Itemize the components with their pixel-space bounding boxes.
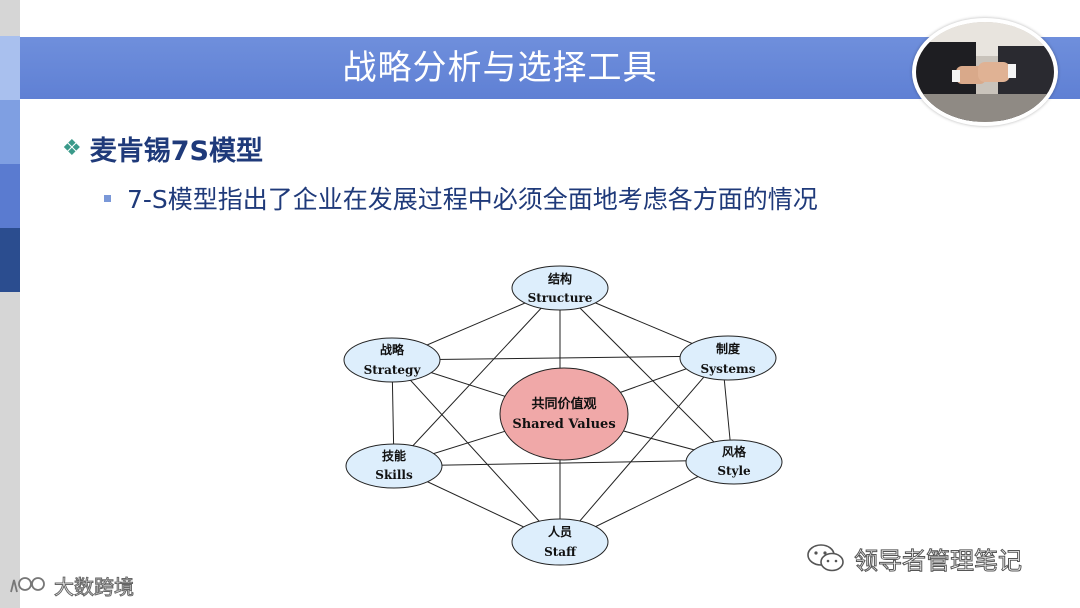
node-strategy-cn: 战略 — [380, 342, 405, 357]
node-structure-cn: 结构 — [548, 271, 572, 286]
subline-text: 7-S模型指出了企业在发展过程中必须全面地考虑各方面的情况 — [127, 185, 818, 214]
left-color-blocks — [0, 36, 20, 292]
node-style: 风格 Style — [685, 439, 783, 485]
node-shared-values: 共同价值观 Shared Values — [499, 367, 629, 461]
left-block-4 — [0, 228, 20, 292]
handshake-photo — [912, 18, 1058, 126]
heading-row: ❖ 麦肯锡7S模型 — [62, 128, 263, 168]
watermark-right: 领导者管理笔记 — [806, 536, 1023, 580]
slide-title: 战略分析与选择工具 — [342, 48, 658, 88]
node-structure-en: Structure — [528, 291, 593, 305]
square-bullet-icon — [104, 194, 111, 202]
handshake-photo-graphic — [916, 22, 1054, 122]
node-systems-en: Systems — [700, 362, 755, 376]
node-structure: 结构 Structure — [511, 265, 609, 311]
center-cn: 共同价值观 — [531, 396, 596, 412]
node-strategy-en: Strategy — [364, 363, 422, 377]
diamond-bullet-icon: ❖ — [62, 135, 82, 161]
node-systems: 制度 Systems — [679, 335, 777, 381]
node-style-en: Style — [717, 464, 751, 478]
seven-s-diagram: 结构 Structure 制度 Systems 风格 Style 人员 Staf… — [343, 265, 783, 566]
brand-logo-icon — [10, 577, 45, 593]
node-skills: 技能 Skills — [345, 443, 443, 489]
center-en: Shared Values — [512, 417, 615, 432]
node-staff-en: Staff — [544, 545, 577, 559]
node-skills-cn: 技能 — [382, 448, 406, 463]
watermark-right-text: 领导者管理笔记 — [854, 546, 1023, 575]
left-block-2 — [0, 100, 20, 164]
title-bar — [20, 37, 1080, 99]
node-staff: 人员 Staff — [511, 518, 609, 566]
node-systems-cn: 制度 — [716, 341, 741, 356]
node-style-cn: 风格 — [722, 444, 747, 459]
node-skills-en: Skills — [375, 468, 413, 482]
node-strategy: 战略 Strategy — [343, 337, 441, 383]
left-block-3 — [0, 164, 20, 228]
watermark-left-text: 大数跨境 — [54, 574, 135, 599]
watermark-left: 大数跨境 — [8, 570, 135, 600]
heading-text: 麦肯锡7S模型 — [89, 135, 263, 167]
subline-row: 7-S模型指出了企业在发展过程中必须全面地考虑各方面的情况 — [104, 180, 818, 216]
left-block-1 — [0, 36, 20, 100]
node-staff-cn: 人员 — [548, 524, 572, 539]
wechat-icon — [807, 544, 844, 572]
